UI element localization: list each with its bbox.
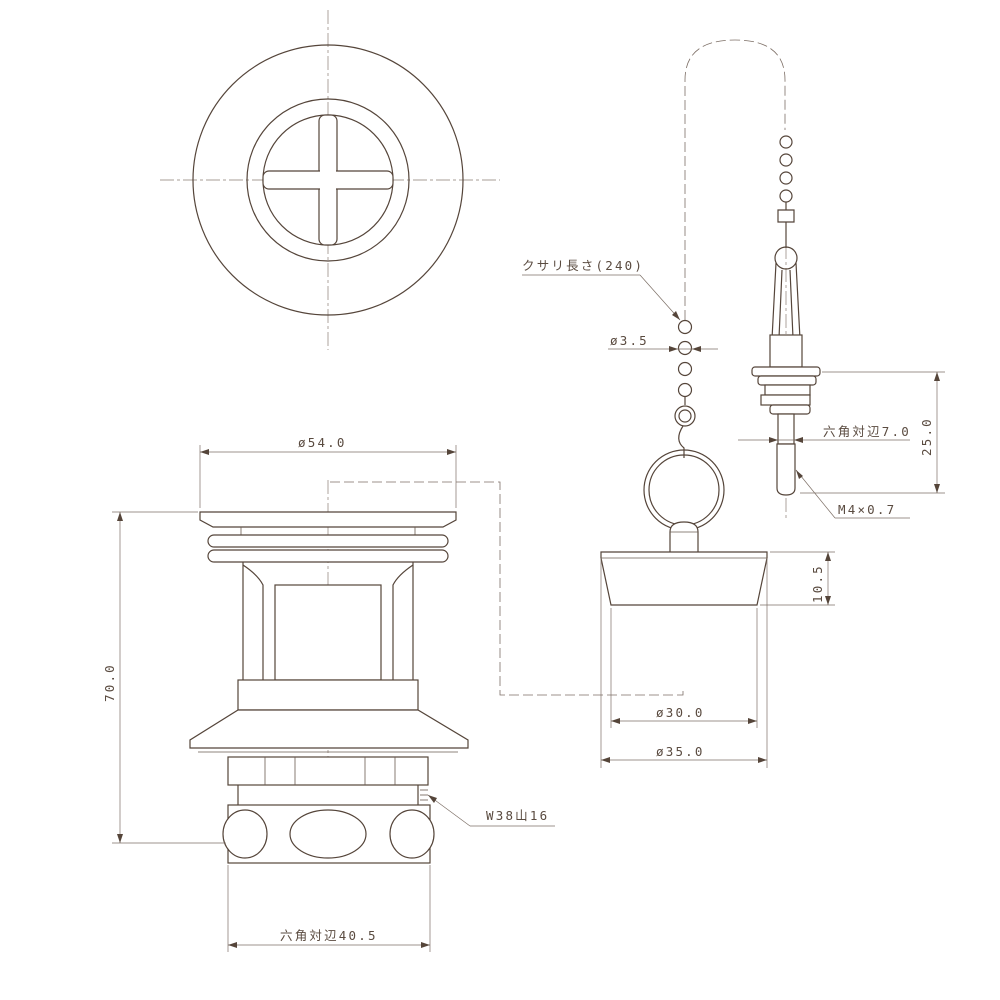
callout-chain-length: クサリ長さ(240) (522, 258, 681, 321)
thread-label: W38山16 (486, 808, 549, 823)
chain (643, 39, 786, 531)
stopper-height-label: 10.5 (810, 564, 825, 603)
ball-diameter-label: ø3.5 (610, 333, 649, 348)
hidden-line (330, 481, 684, 696)
top-view (160, 10, 500, 350)
dim-hex-stud: 六角対辺7.0 (738, 424, 911, 443)
stopper-outer-label: ø35.0 (656, 744, 705, 759)
total-height-label: 70.0 (102, 663, 117, 702)
chain-length-label: クサリ長さ(240) (522, 258, 644, 273)
dim-ball-diameter: ø3.5 (608, 333, 718, 352)
stud-height-label: 25.0 (919, 417, 934, 456)
dim-stud-height: 25.0 (800, 371, 945, 494)
callout-thread: W38山16 (427, 794, 555, 827)
stud-thread-label: M4×0.7 (838, 502, 896, 517)
dim-stopper-outer: ø35.0 (600, 558, 768, 768)
stud-assembly (751, 135, 821, 520)
rubber-stopper (600, 521, 768, 606)
dim-top-diameter: ø54.0 (199, 435, 457, 508)
top-diameter-label: ø54.0 (298, 435, 347, 450)
callout-stud-thread: M4×0.7 (795, 469, 910, 519)
hex-body-label: 六角対辺40.5 (280, 928, 378, 943)
hex-stud-label: 六角対辺7.0 (823, 424, 911, 439)
stopper-inner-label: ø30.0 (656, 705, 705, 720)
drain-body-side-view (189, 480, 469, 864)
dim-stopper-height: 10.5 (760, 551, 835, 606)
dim-hex-body: 六角対辺40.5 (227, 865, 431, 952)
dim-stopper-inner: ø30.0 (610, 608, 758, 728)
dim-total-height: 70.0 (102, 511, 226, 844)
